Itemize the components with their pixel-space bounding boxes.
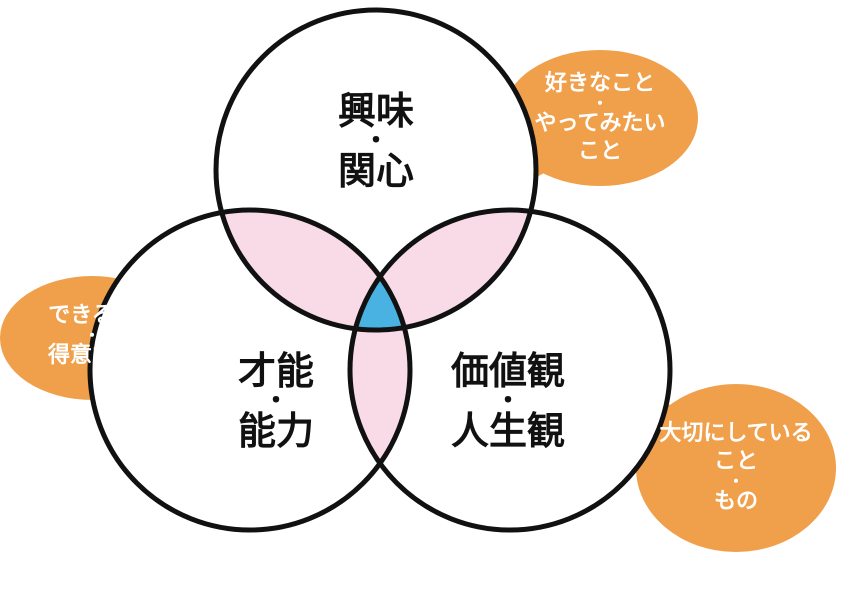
talent-separator: ・ <box>262 386 289 416</box>
circle-talent-outline <box>87 207 413 533</box>
values-line1: 価値観 <box>450 349 565 393</box>
circle-values-outline <box>347 207 673 533</box>
bubble-values-line2: こと <box>713 449 758 474</box>
bubble-values-line1: 大切にしている <box>659 421 813 446</box>
bubble-talent-line1: できる事 <box>48 303 136 328</box>
circle-talent-label: 才能 ・ 能力 <box>186 348 366 454</box>
bubble-talent: できる事 ・ 得意な事 <box>8 302 176 370</box>
bubble-interest-separator: ・ <box>591 94 608 113</box>
circle-values-label: 価値観 ・ 人生観 <box>418 348 598 454</box>
bubble-talent-separator: ・ <box>83 326 100 345</box>
overlap-interest-talent <box>216 210 410 330</box>
bubble-interest-line1: 好きなこと <box>544 71 655 96</box>
circle-interest-outline <box>213 7 539 333</box>
values-separator: ・ <box>494 386 521 416</box>
overlap-interest-values <box>350 210 536 330</box>
bubble-interest: 好きなこと ・ やってみたい こと <box>510 70 690 166</box>
values-line2: 人生観 <box>450 409 565 453</box>
talent-line1: 才能 <box>237 349 314 393</box>
interest-line1: 興味 <box>337 89 414 133</box>
interest-line2: 関心 <box>337 149 414 193</box>
circle-interest-label: 興味 ・ 関心 <box>286 88 466 194</box>
interest-separator: ・ <box>362 126 389 156</box>
talent-line2: 能力 <box>237 409 314 453</box>
bubble-talent-line2: 得意な事 <box>47 343 136 368</box>
bubble-values-line3: もの <box>713 489 758 514</box>
bubble-interest-line2: やってみたい <box>534 111 666 136</box>
bubble-interest-line3: こと <box>577 139 622 164</box>
bubble-values-separator: ・ <box>727 472 744 491</box>
bubble-values: 大切にしている こと ・ もの <box>640 420 832 516</box>
